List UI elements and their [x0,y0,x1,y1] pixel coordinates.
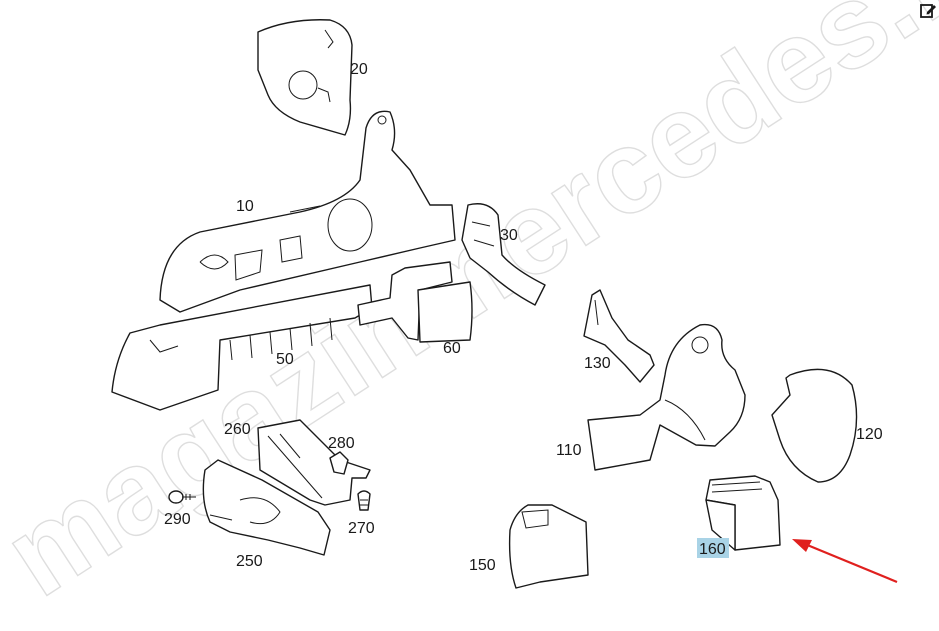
part-10[interactable] [159,110,456,313]
part-160[interactable] [705,475,781,551]
part-130[interactable] [583,289,655,383]
label-120[interactable]: 120 [856,426,883,443]
label-290[interactable]: 290 [164,511,191,528]
label-20[interactable]: 20 [350,61,368,78]
label-50[interactable]: 50 [276,351,294,368]
edit-icon[interactable] [919,2,937,20]
pointer-arrow [792,539,898,584]
part-250[interactable] [202,459,331,556]
part-110[interactable] [587,323,746,471]
part-60[interactable] [357,261,473,343]
part-290[interactable] [168,490,196,504]
part-50[interactable] [111,284,373,411]
part-270[interactable] [357,490,371,511]
label-270[interactable]: 270 [348,520,375,537]
label-280[interactable]: 280 [328,435,355,452]
highlight-box-160 [697,538,729,558]
label-160[interactable]: 160 [699,541,726,558]
label-150[interactable]: 150 [469,557,496,574]
label-110[interactable]: 110 [556,442,582,459]
part-150[interactable] [508,504,589,589]
part-280[interactable] [329,451,349,475]
label-10[interactable]: 10 [236,198,254,215]
part-30[interactable] [461,203,546,306]
part-260[interactable] [257,419,371,506]
label-260[interactable]: 260 [224,421,251,438]
label-30[interactable]: 30 [500,227,518,244]
label-250[interactable]: 250 [236,553,263,570]
label-60[interactable]: 60 [443,340,461,357]
part-20[interactable] [257,19,353,136]
part-120[interactable] [771,368,858,483]
label-130[interactable]: 130 [584,355,611,372]
